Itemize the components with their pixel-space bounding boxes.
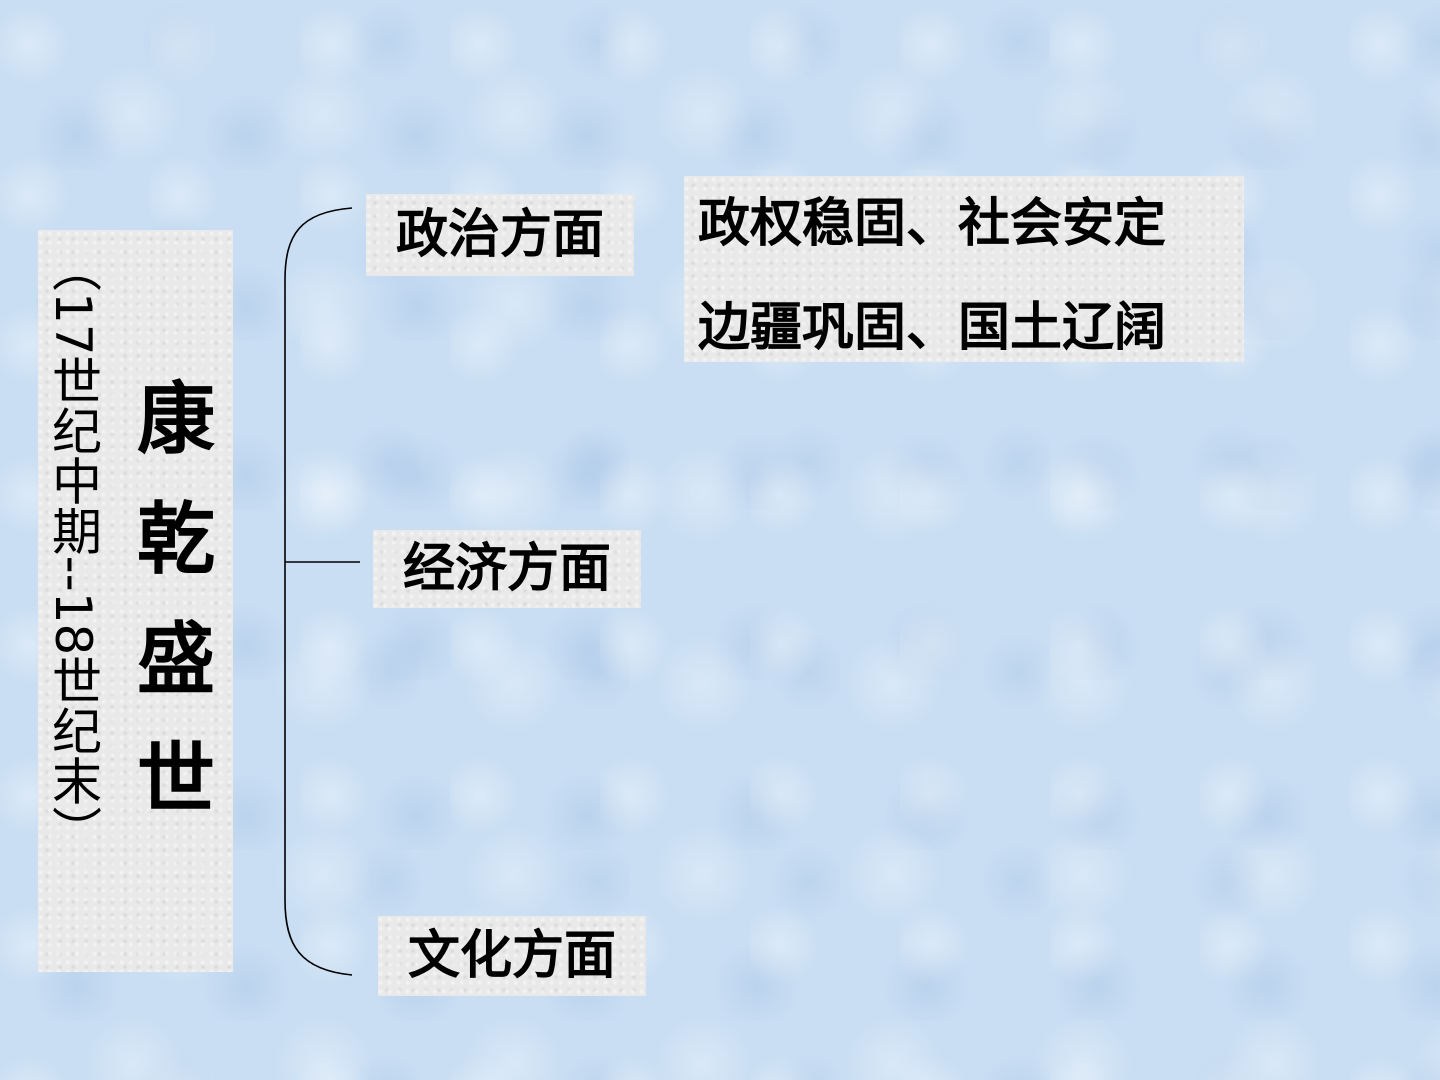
title-char-shi: 世	[136, 735, 215, 825]
period-text: （17世纪中期--18世纪末）	[44, 242, 102, 856]
title-char-kang: 康	[136, 375, 215, 465]
economy-label: 经济方面	[373, 530, 641, 608]
title-box: （17世纪中期--18世纪末） 康 乾 盛 世	[38, 230, 233, 972]
politics-detail-box: 政权稳固、社会安定 边疆巩固、国土辽阔	[684, 176, 1244, 362]
title-char-sheng: 盛	[136, 615, 215, 705]
bracket-upper-curve	[284, 207, 353, 976]
politics-detail-line-2: 边疆巩固、国土辽阔	[698, 298, 1167, 358]
culture-label: 文化方面	[378, 916, 646, 996]
title-char-qian: 乾	[136, 495, 215, 585]
politics-label: 政治方面	[366, 194, 634, 276]
politics-detail-line-1: 政权稳固、社会安定	[698, 194, 1167, 254]
